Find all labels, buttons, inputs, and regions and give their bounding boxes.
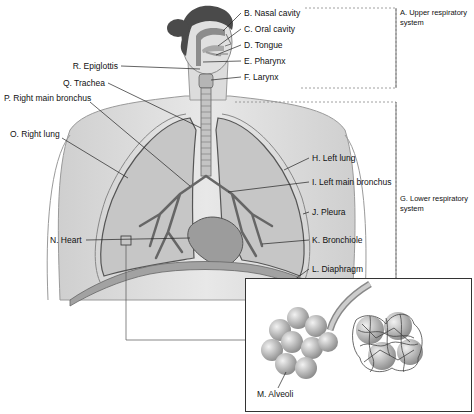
part-label: E. Pharynx — [244, 56, 286, 66]
part-label: Q. Trachea — [63, 78, 105, 88]
part-label: B. Nasal cavity — [244, 8, 300, 18]
part-label: H. Left lung — [312, 153, 355, 163]
part-label: O. Right lung — [10, 129, 60, 139]
part-label: A. Upper respiratory system — [400, 8, 472, 28]
part-label: I. Left main bronchus — [312, 177, 391, 187]
part-label: J. Pleura — [312, 207, 346, 217]
part-label: F. Larynx — [244, 72, 279, 82]
part-label: G. Lower respiratory system — [400, 194, 472, 214]
part-label: D. Tongue — [244, 40, 283, 50]
part-label: K. Bronchiole — [312, 235, 363, 245]
part-label: C. Oral cavity — [244, 24, 295, 34]
part-label: M. Alveoli — [257, 389, 293, 399]
part-label: R. Epiglottis — [73, 61, 118, 71]
part-label: L. Diaphragm — [312, 264, 363, 274]
part-label: P. Right main bronchus — [4, 93, 91, 103]
part-label: N. Heart — [50, 235, 82, 245]
